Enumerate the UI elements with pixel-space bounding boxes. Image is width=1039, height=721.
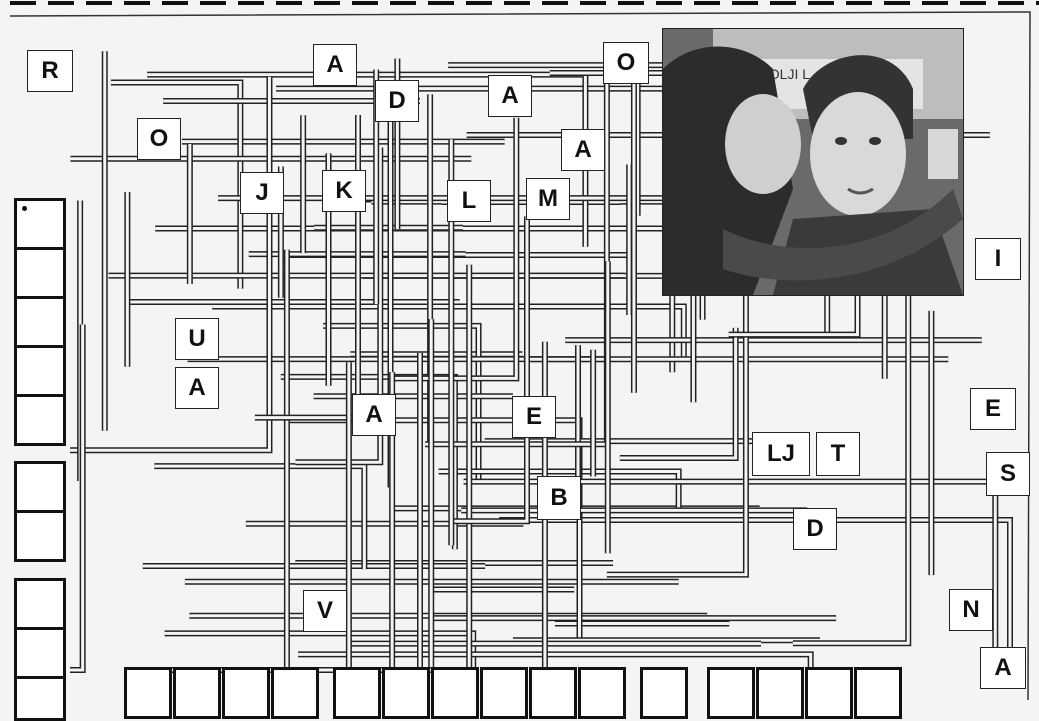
letter-tile: U <box>175 318 219 360</box>
letter-tile: E <box>970 388 1016 430</box>
letter-tile: A <box>980 647 1026 689</box>
answer-box[interactable] <box>480 667 528 719</box>
answer-box[interactable] <box>14 345 66 397</box>
answer-box[interactable] <box>14 627 66 679</box>
couple-photo: MIJ BOLJI L <box>662 28 964 296</box>
answer-box[interactable] <box>14 510 66 562</box>
letter-tile: L <box>447 180 491 222</box>
answer-box[interactable] <box>382 667 430 719</box>
letter-tile: V <box>303 590 347 632</box>
answer-box[interactable] <box>14 676 66 721</box>
letter-tile: O <box>137 118 181 160</box>
answer-box[interactable] <box>756 667 804 719</box>
answer-box[interactable] <box>805 667 853 719</box>
letter-tile: D <box>375 80 419 122</box>
letter-tile: E <box>512 396 556 438</box>
letter-tile: A <box>561 129 605 171</box>
answer-box[interactable] <box>124 667 172 719</box>
answer-box[interactable] <box>222 667 270 719</box>
answer-box[interactable] <box>173 667 221 719</box>
answer-box[interactable] <box>578 667 626 719</box>
letter-tile: K <box>322 170 366 212</box>
letter-tile: A <box>352 394 396 436</box>
letter-tile: N <box>949 589 993 631</box>
letter-tile: J <box>240 172 284 214</box>
answer-box[interactable] <box>333 667 381 719</box>
letter-tile: S <box>986 452 1030 496</box>
letter-tile: R <box>27 50 73 92</box>
letter-tile: T <box>816 432 860 476</box>
letter-tile: A <box>313 44 357 86</box>
letter-tile: LJ <box>752 432 810 476</box>
answer-box[interactable] <box>14 247 66 299</box>
letter-tile: A <box>175 367 219 409</box>
letter-tile: B <box>537 476 581 520</box>
letter-tile: O <box>603 42 649 84</box>
answer-box[interactable] <box>854 667 902 719</box>
letter-tile: A <box>488 75 532 117</box>
answer-box[interactable] <box>14 394 66 446</box>
answer-box[interactable] <box>640 667 688 719</box>
answer-box[interactable] <box>431 667 479 719</box>
answer-box[interactable] <box>14 461 66 513</box>
letter-tile: M <box>526 178 570 220</box>
letter-tile: D <box>793 508 837 550</box>
answer-box[interactable] <box>14 296 66 348</box>
answer-box[interactable] <box>707 667 755 719</box>
answer-box[interactable] <box>271 667 319 719</box>
answer-box[interactable] <box>529 667 577 719</box>
answer-box[interactable] <box>14 578 66 630</box>
letter-tile: I <box>975 238 1021 280</box>
start-dot <box>22 206 27 211</box>
